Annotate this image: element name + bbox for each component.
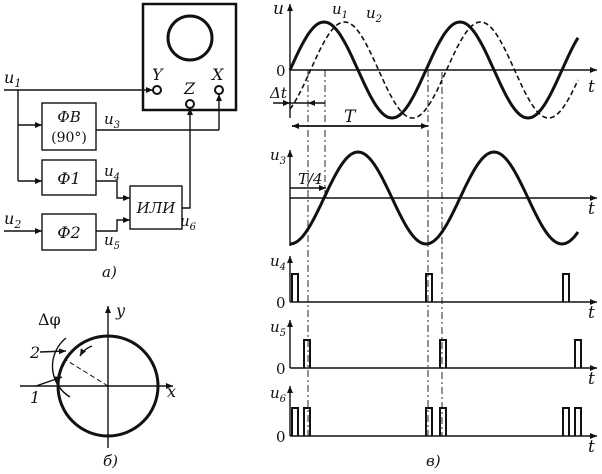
t-axis-2: t bbox=[588, 199, 595, 219]
zero-4: 0 bbox=[276, 360, 286, 378]
u5-pulse bbox=[303, 339, 311, 368]
u6-axis-label: u6 bbox=[270, 384, 287, 405]
u1-waveform bbox=[288, 20, 580, 120]
t-axis-4: t bbox=[588, 369, 595, 389]
u6-pulse bbox=[562, 407, 570, 436]
u6-pulse bbox=[303, 407, 311, 436]
u6-pulse bbox=[574, 407, 582, 436]
caption-b: б) bbox=[103, 452, 118, 470]
u1-label: u1 bbox=[332, 0, 348, 21]
u5-pulse bbox=[439, 339, 447, 368]
zero-1: 0 bbox=[276, 62, 286, 80]
zero-5: 0 bbox=[276, 428, 286, 446]
oscilloscope-screen bbox=[166, 14, 214, 62]
u5-label: u5 bbox=[104, 231, 120, 252]
timing-guides bbox=[307, 70, 443, 436]
caption-a: а) bbox=[102, 263, 117, 281]
phase-difference-label: Δφ bbox=[38, 310, 61, 329]
u3-waveform bbox=[289, 150, 580, 246]
shaper-2-label: Ф2 bbox=[57, 223, 80, 242]
axis-x-label: x bbox=[167, 382, 176, 401]
point-2-label: 2 bbox=[29, 343, 40, 362]
terminal-z bbox=[185, 99, 195, 109]
u6-pulse bbox=[439, 407, 447, 436]
label-y: Y bbox=[152, 65, 164, 84]
top-axis-label: u bbox=[273, 0, 284, 19]
u6-label: u6 bbox=[180, 212, 197, 233]
input-u1-label: u1 bbox=[4, 68, 21, 90]
u4-pulse bbox=[291, 273, 299, 302]
t-axis-3: t bbox=[588, 303, 595, 323]
terminal-y bbox=[152, 85, 162, 95]
shaper-2-block bbox=[41, 213, 97, 251]
axis-y-label: y bbox=[115, 301, 126, 320]
or-gate-label: ИЛИ bbox=[136, 199, 177, 217]
u5-pulse bbox=[574, 339, 582, 368]
quarter-period-label: T/4 bbox=[298, 170, 323, 188]
label-x: X bbox=[210, 65, 224, 84]
phase-shifter-angle: (90°) bbox=[51, 130, 87, 146]
u6-pulse bbox=[425, 407, 433, 436]
circle-diagram: y x Δφ 1 2 б) bbox=[20, 301, 176, 470]
phase-shifter-title: ФВ bbox=[57, 108, 80, 126]
u5-axis-label: u5 bbox=[270, 318, 286, 339]
t-axis-5: t bbox=[588, 437, 595, 457]
block-diagram: Y Z X u1 ФВ (90°) u3 Ф1 u4 u2 Ф2 u5 ИЛИ … bbox=[4, 2, 238, 281]
period-label: T bbox=[344, 107, 357, 127]
u2-waveform bbox=[289, 21, 579, 119]
u3-label: u3 bbox=[104, 110, 120, 131]
point-1-label: 1 bbox=[30, 388, 40, 407]
u6-pulse bbox=[291, 407, 299, 436]
label-z: Z bbox=[183, 79, 196, 98]
shaper-1-label: Ф1 bbox=[57, 169, 80, 188]
shaper-1-block bbox=[41, 159, 97, 196]
zero-3: 0 bbox=[276, 294, 286, 312]
u4-axis-label: u4 bbox=[270, 252, 286, 273]
phase-shifter-block bbox=[41, 102, 97, 151]
t-axis-1: t bbox=[588, 77, 595, 97]
terminal-x bbox=[214, 85, 224, 95]
u4-pulse bbox=[425, 273, 433, 302]
u2-label: u2 bbox=[366, 4, 382, 25]
delta-t-label: Δt bbox=[269, 84, 288, 102]
u4-pulse bbox=[562, 273, 570, 302]
waveforms: u 0 t u1 u2 Δt T u3 t T/4 u4 0 t u5 0 bbox=[269, 0, 597, 470]
caption-v: в) bbox=[426, 452, 441, 470]
u3-axis-label: u3 bbox=[270, 146, 286, 167]
pulse-trains bbox=[291, 273, 582, 436]
u4-label: u4 bbox=[104, 162, 120, 183]
input-u2-label: u2 bbox=[4, 209, 21, 231]
